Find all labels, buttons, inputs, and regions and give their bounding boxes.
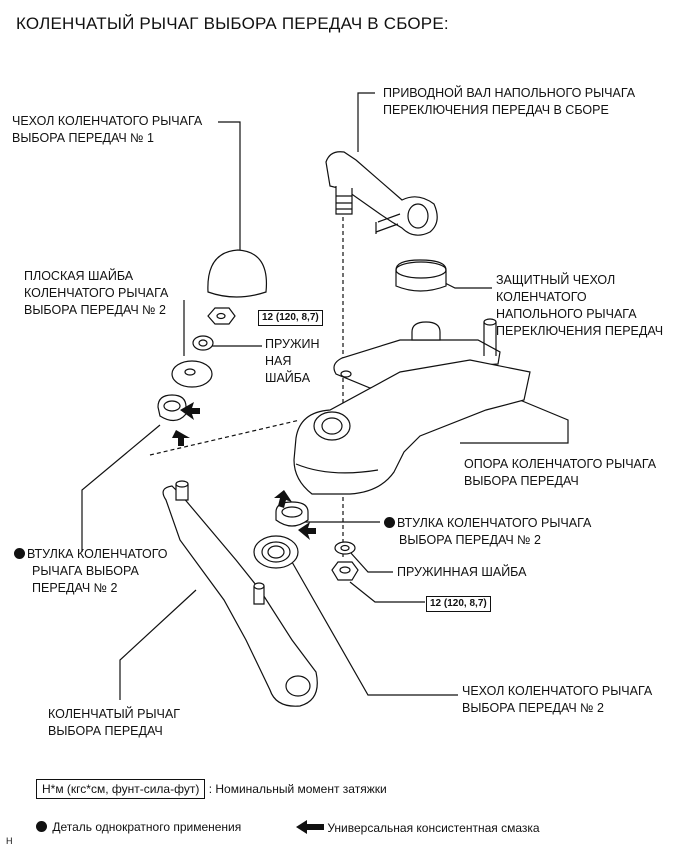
support-body [293,359,531,495]
figure-code: H [6,836,13,846]
torque-value-bottom: 12 (120, 8,7) [426,596,491,612]
grease-arrow-1 [180,402,200,420]
label-bushing2-left: ВТУЛКА КОЛЕНЧАТОГО РЫЧАГА ВЫБОРА ПЕРЕДАЧ… [14,546,168,597]
label-spring-washer-bottom: ПРУЖИННАЯ ШАЙБА [397,565,527,579]
leader-torque-bottom [349,581,425,603]
spring-washer-top [192,335,214,351]
boot2-shape [253,535,299,569]
leader-lever [119,589,197,700]
boot1-shape [207,249,268,298]
leader-spring-washer-bottom [349,551,393,573]
grease-arrow-icon [296,820,324,834]
nut-bottom [331,561,359,581]
drive-shaft-shape [325,151,438,236]
lever-shape [162,485,318,707]
grease-arrow-3 [274,490,292,508]
grease-arrow-2 [172,430,190,446]
legend-single-use: Деталь однократного применения [36,820,241,834]
leader-bushing-left [81,424,161,552]
bushing-top-left [157,394,187,422]
leader-boot2 [291,561,458,696]
leader-drive-shaft [357,92,375,152]
torque-value-top: 12 (120, 8,7) [258,310,323,326]
spring-washer-bottom-shape [334,541,356,555]
leader-support [460,397,569,444]
single-use-dot-icon [384,517,395,528]
nut-top [207,307,236,325]
legend-torque-box: Н*м (кгс*см, фунт-сила-фут) [36,779,206,799]
label-bushing2-right: ВТУЛКА КОЛЕНЧАТОГО РЫЧАГА ВЫБОРА ПЕРЕДАЧ… [384,515,591,549]
single-use-dot-icon [36,821,47,832]
legend-torque: Н*м (кгс*см, фунт-сила-фут) : Номинальны… [36,779,387,799]
single-use-dot-icon [14,548,25,559]
leader-boot1 [218,121,241,250]
legend-torque-text: : Номинальный момент затяжки [208,782,387,796]
axis-line-left [149,419,301,456]
flat-washer-shape [171,360,213,388]
grease-arrows [172,402,316,540]
legend-grease: Универсальная консистентная смазка [296,820,540,835]
diagram-title: КОЛЕНЧАТЫЙ РЫЧАГ ВЫБОРА ПЕРЕДАЧ В СБОРЕ: [16,14,449,33]
grease-arrow-4 [298,522,316,540]
leader-protective-boot [444,282,492,289]
protective-boot-shape [395,259,447,292]
